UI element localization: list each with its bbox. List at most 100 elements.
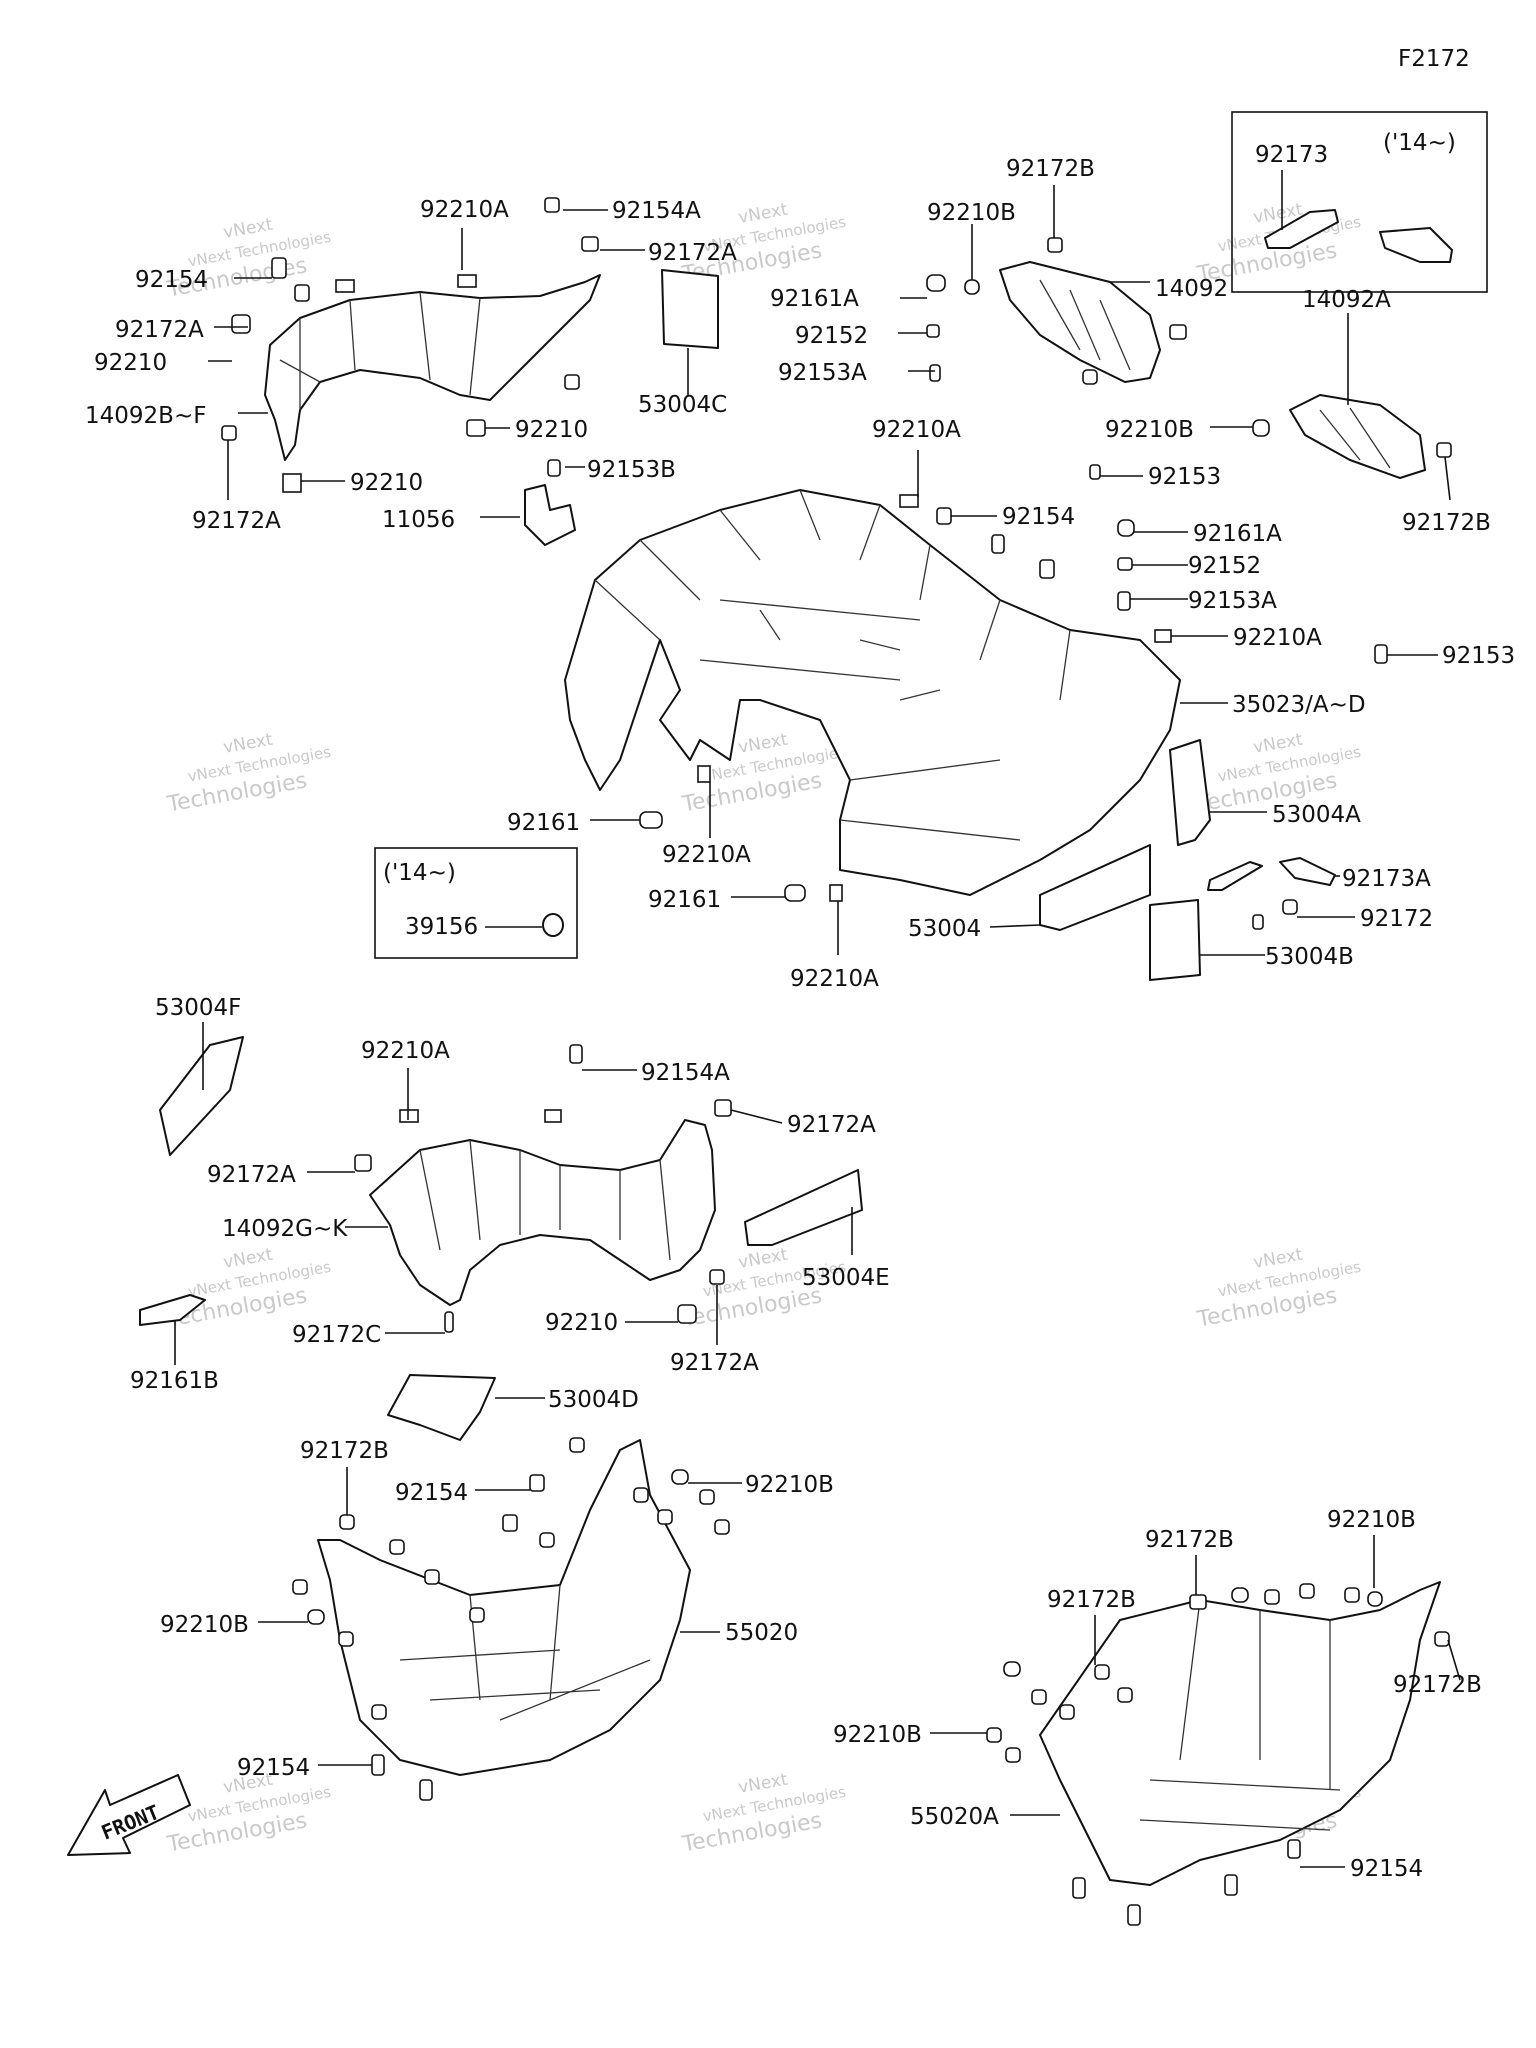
nut-icon (231, 314, 251, 334)
clip-icon (371, 1704, 387, 1720)
clip-icon (339, 1514, 355, 1530)
inset-box-top-right (1231, 111, 1488, 293)
part-label: 14092A (1302, 287, 1391, 313)
sticker-53004f (159, 1036, 244, 1156)
clip-icon (964, 279, 980, 295)
part-label: 53004B (1265, 944, 1354, 970)
part-label: 55020 (725, 1620, 798, 1646)
part-label: 14092G~K (222, 1216, 348, 1242)
clip-icon (389, 1539, 405, 1555)
part-label: 92210A (361, 1038, 450, 1064)
part-label: 53004 (908, 916, 981, 942)
part-label: 92172B (1145, 1527, 1234, 1553)
inset-o-ring (542, 913, 564, 937)
sticker-53004 (1039, 844, 1151, 931)
nut-icon (1367, 1591, 1383, 1607)
clip-icon (338, 1631, 354, 1647)
inset-box-left (374, 847, 578, 959)
part-label: 92152 (1188, 553, 1261, 579)
nut-icon (671, 1469, 689, 1485)
inset-step-plate (1264, 209, 1339, 249)
part-label: 35023/A~D (1232, 692, 1366, 718)
part-label: 92161 (507, 810, 580, 836)
bolt-icon (564, 374, 580, 390)
part-label: 92172 (1360, 906, 1433, 932)
part-label: 92161 (648, 887, 721, 913)
part-label: 14092B~F (85, 403, 206, 429)
bolt-icon (936, 507, 952, 525)
part-label: 92154 (1002, 504, 1075, 530)
part-label: 53004C (638, 392, 727, 418)
clip-icon (829, 884, 843, 902)
clip-icon (1252, 419, 1270, 437)
clip-icon (1059, 1704, 1075, 1720)
part-label: 55020A (910, 1804, 999, 1830)
clip-icon (292, 1579, 308, 1595)
bolt-icon (714, 1099, 732, 1117)
clip-icon (1264, 1589, 1280, 1605)
part-label: 92172A (787, 1112, 876, 1138)
part-label: 92153B (587, 457, 676, 483)
clip-icon (539, 1532, 555, 1548)
front-arrow-marker: FRONT (67, 1774, 191, 1856)
part-label: 92172B (1006, 156, 1095, 182)
nut-icon (1117, 519, 1135, 537)
part-label: 92161A (770, 286, 859, 312)
part-label: 92172B (300, 1438, 389, 1464)
bolt-icon (709, 1269, 725, 1285)
part-label: 92153 (1442, 643, 1515, 669)
nut-icon (1231, 1587, 1249, 1603)
bolt-icon (1436, 442, 1452, 458)
bolt-icon (1039, 559, 1055, 579)
step-plate-92173a (1207, 861, 1263, 891)
nut-icon (307, 1609, 325, 1625)
part-label: 92153 (1148, 464, 1221, 490)
part-label: 53004A (1272, 802, 1361, 828)
part-label: 92153A (778, 360, 867, 386)
sticker-53004d (387, 1374, 496, 1441)
rack-cover-14092a-part (1289, 394, 1426, 479)
part-label: 92210B (833, 1722, 922, 1748)
bolt-icon (354, 1154, 372, 1172)
part-label: 92154 (395, 1480, 468, 1506)
rivet-icon (444, 1311, 454, 1333)
sticker-53004a (1169, 739, 1211, 846)
bolt-icon (1072, 1877, 1086, 1899)
nut-icon (1003, 1661, 1021, 1677)
bolt-icon (1047, 237, 1063, 253)
part-label: 53004E (802, 1265, 890, 1291)
inset-note-top-right: ('14~) (1383, 130, 1456, 156)
bolt-icon (1434, 1631, 1450, 1647)
part-label: 92172A (115, 317, 204, 343)
bolt-icon (1287, 1839, 1301, 1859)
part-label: 92172B (1047, 1587, 1136, 1613)
clip-icon (469, 1607, 485, 1623)
bolt-icon (581, 236, 599, 252)
clip-icon (335, 279, 355, 293)
rivet-icon (1117, 591, 1131, 611)
clip-icon (1094, 1664, 1110, 1680)
bolt-icon (371, 1754, 385, 1776)
grommet-icon (639, 811, 663, 829)
clip-icon (657, 1509, 673, 1525)
clip-icon (1154, 629, 1172, 643)
part-label: 92161B (130, 1368, 219, 1394)
part-label: 92210B (1327, 1507, 1416, 1533)
part-label: 14092 (1155, 276, 1228, 302)
clip-icon (282, 473, 302, 493)
nut-icon (926, 274, 946, 292)
part-label: 92210 (545, 1310, 618, 1336)
part-label: 92152 (795, 323, 868, 349)
part-label: 53004D (548, 1387, 639, 1413)
step-plate-92173a-2 (1279, 857, 1336, 886)
clip-icon (714, 1519, 730, 1535)
bolt-icon (271, 257, 287, 279)
nut-icon (677, 1304, 697, 1324)
clip-icon (986, 1727, 1002, 1743)
bolt-icon (991, 534, 1005, 554)
clip-icon (699, 1489, 715, 1505)
rivet-icon (1252, 914, 1264, 930)
part-label: 92210A (790, 966, 879, 992)
grommet-icon (784, 884, 806, 902)
